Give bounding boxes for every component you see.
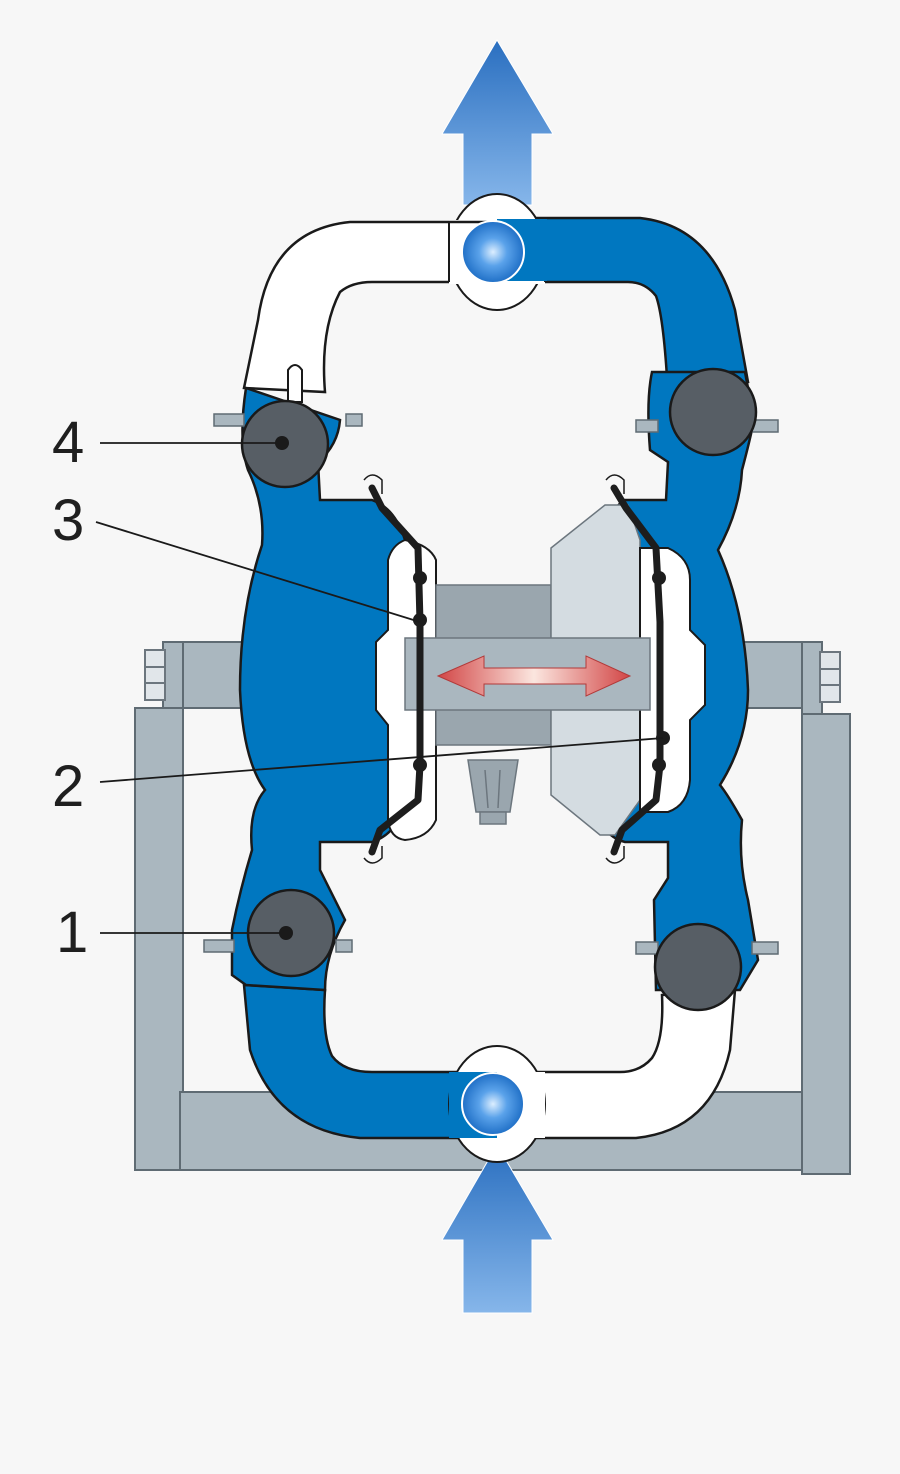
callout-4: 4 [52,410,84,475]
shaft-motion-arrow-icon [436,655,632,697]
lower-ball-valve [461,1072,525,1136]
diaphragms [363,474,670,864]
check-balls [240,367,758,1012]
right-diaphragm [610,484,664,856]
right-upper-bolt [635,419,659,433]
lower-manifold-right [495,988,737,1140]
right-lower-bolt [635,941,659,955]
upper-manifold [242,193,750,397]
upper-right-check-ball [668,367,758,457]
frame-right-leg [801,713,851,1175]
upper-manifold-left [242,220,499,394]
callout-leaders [95,436,664,940]
outlet-arrow-icon [441,39,554,206]
pilot-valve [467,759,519,813]
callout-2: 2 [52,754,84,819]
left-lower-bolt [203,939,235,953]
callout-3: 3 [52,488,84,553]
right-nut-icon [819,651,841,703]
left-upper-bolt [213,413,245,427]
lower-right-check-ball [653,922,743,1012]
upper-manifold-right [495,216,750,397]
frame-left-leg [134,707,184,1171]
upper-ball-valve [461,220,525,284]
lower-manifold-left [242,983,499,1140]
left-nut-icon [144,649,166,701]
left-diaphragm [368,484,424,856]
lower-manifold [242,983,737,1163]
callout-1: 1 [56,900,88,965]
